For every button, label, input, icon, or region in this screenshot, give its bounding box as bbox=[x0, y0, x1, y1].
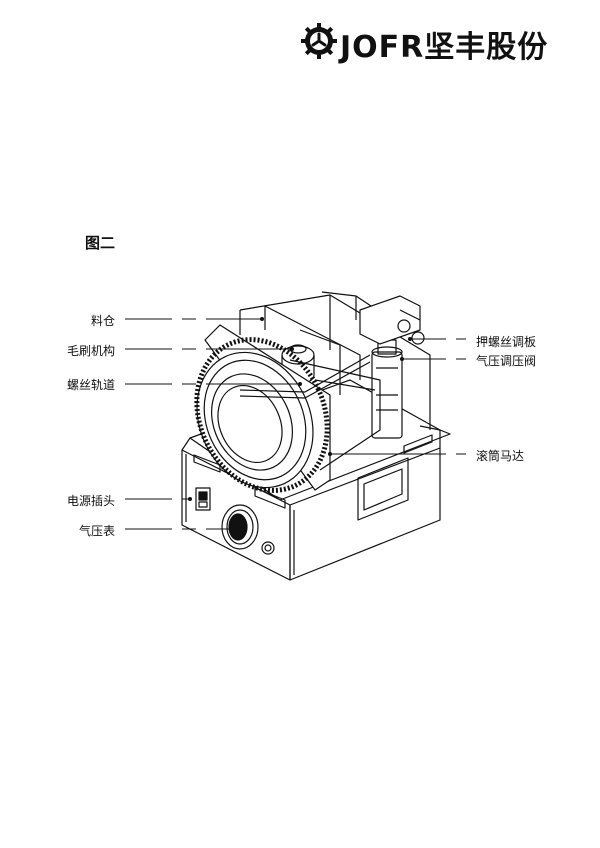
label-power-plug: 电源插头 bbox=[66, 494, 115, 508]
power-plug-drawing bbox=[195, 487, 211, 511]
label-hopper: 料仓 bbox=[90, 314, 115, 328]
connector-drawing bbox=[261, 541, 275, 555]
figure-title: 图二 bbox=[85, 234, 116, 252]
label-brush-mechanism: 毛刷机构 bbox=[66, 344, 115, 358]
label-pressure-gauge: 气压表 bbox=[78, 524, 115, 538]
pressure-gauge-drawing bbox=[221, 504, 259, 550]
label-screw-press-plate: 押螺丝调板 bbox=[476, 335, 537, 349]
leader-lines bbox=[125, 318, 466, 530]
leader-dots bbox=[188, 317, 412, 531]
screw-track-drawing bbox=[239, 354, 371, 399]
label-drum-motor: 滚筒马达 bbox=[476, 449, 525, 463]
label-pressure-regulator: 气压调压阀 bbox=[476, 354, 537, 368]
logo-text: JOFR坚丰股份 bbox=[340, 30, 549, 65]
company-logo: JOFR坚丰股份 bbox=[300, 20, 590, 65]
drum-drawing bbox=[194, 324, 381, 493]
gear-icon bbox=[301, 23, 337, 59]
upper-frame bbox=[239, 291, 431, 439]
label-screw-track: 螺丝轨道 bbox=[66, 378, 115, 392]
